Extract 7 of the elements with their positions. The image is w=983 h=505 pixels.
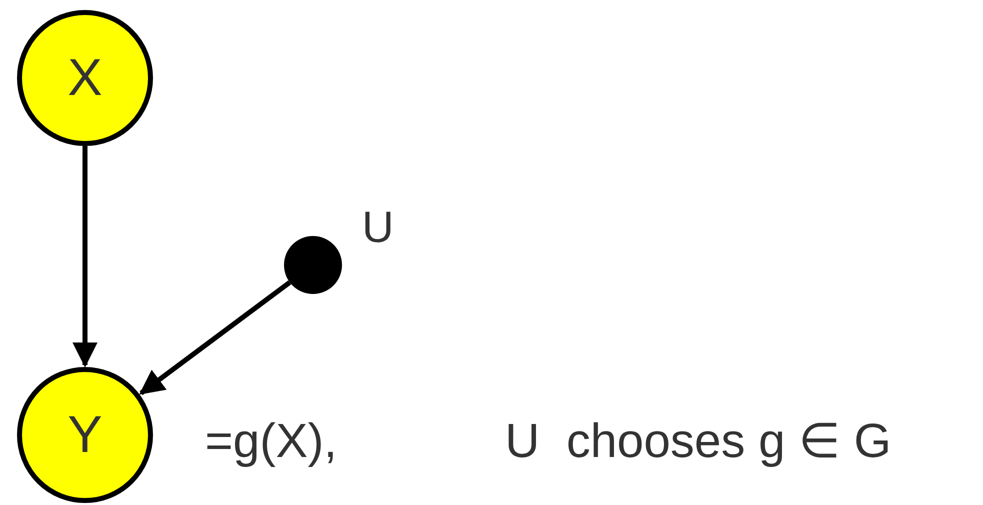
- node-label: X: [68, 48, 102, 108]
- formula-text: U chooses g ∈ G: [505, 418, 892, 466]
- node-label: Y: [68, 405, 102, 465]
- formula-text: =g(X),: [205, 418, 338, 466]
- node-caption: U: [362, 206, 394, 250]
- arrow: [139, 280, 292, 396]
- arrow: [72, 146, 98, 368]
